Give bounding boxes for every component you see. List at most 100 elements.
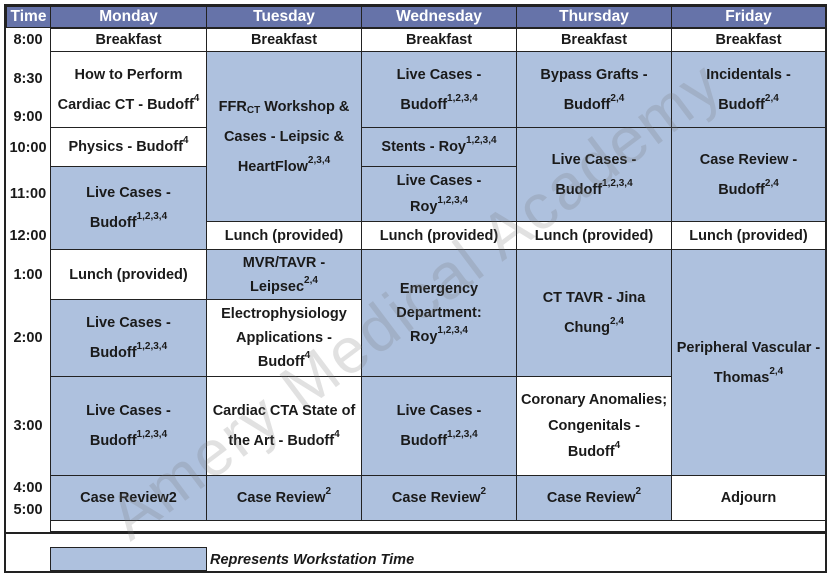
friday-adjourn: Adjourn	[671, 475, 826, 521]
monday-lunch: Lunch (provided)	[50, 249, 207, 300]
session-title: Cardiac CTA State of	[212, 403, 356, 419]
superscript: 1,2,3,4	[447, 92, 478, 104]
thursday-lunch: Lunch (provided)	[516, 221, 672, 250]
thursday-coronary-anomalies: Coronary Anomalies; Congenitals - Budoff4	[516, 376, 672, 476]
tuesday-breakfast: Breakfast	[206, 28, 362, 52]
monday-physics-session: Physics - Budoff4	[50, 127, 207, 167]
monday-live-cases-late: Live Cases -Budoff1,2,3,4	[50, 376, 207, 476]
superscript: 1,2,3,4	[437, 325, 468, 336]
session-title: Cardiac CT - Budoff	[57, 96, 194, 113]
session-speaker: Roy	[410, 329, 438, 345]
time-column	[6, 30, 50, 520]
divider	[4, 532, 827, 534]
superscript: 1,2,3,4	[602, 177, 633, 189]
friday-breakfast: Breakfast	[671, 28, 826, 52]
friday-incidentals: Incidentals -Budoff2,4	[671, 51, 826, 128]
superscript: 1,2,3,4	[136, 429, 168, 440]
session-speaker: Roy	[409, 199, 438, 215]
session-title: Electrophysiology	[221, 306, 347, 322]
blank-row	[50, 520, 826, 532]
monday-live-cases-morning: Live Cases -Budoff1,2,3,4	[50, 166, 207, 250]
session-speaker: Budoff	[89, 215, 137, 231]
thursday-breakfast: Breakfast	[516, 28, 672, 52]
session-speaker: Budoff	[567, 444, 615, 460]
session-title: FFR	[218, 98, 247, 115]
session-title: Case Review -	[699, 151, 798, 168]
superscript: 2	[635, 486, 642, 497]
superscript: 1,2,3,4	[447, 429, 478, 440]
wednesday-case-review: Case Review2	[361, 475, 517, 521]
monday-case-review: Case Review2	[50, 475, 207, 521]
session-title: Congenitals -	[548, 418, 640, 434]
session-title: Physics - Budoff	[68, 139, 183, 155]
session-title: Live Cases -	[86, 315, 171, 331]
legend-swatch	[50, 547, 207, 571]
superscript: 4	[334, 429, 340, 440]
session-title: How to Perform	[74, 66, 183, 83]
session-title: CT TAVR - Jina	[542, 290, 646, 306]
superscript: 2,4	[610, 92, 625, 104]
tuesday-mvr-tavr: MVR/TAVR -Leipsec2,4	[206, 249, 362, 300]
session-speaker: Budoff	[89, 345, 137, 361]
superscript: 2,4	[764, 177, 779, 189]
session-title: Case Review	[546, 490, 636, 506]
wednesday-live-cases-afternoon: Live Cases -Budoff1,2,3,4	[361, 376, 517, 476]
session-title: Workshop &	[260, 98, 350, 115]
session-title: Department:	[396, 305, 482, 321]
session-title: Case Review	[391, 490, 481, 506]
header-time: Time	[6, 6, 51, 28]
session-speaker: HeartFlow	[237, 158, 308, 175]
legend-label: Represents Workstation Time	[210, 552, 415, 568]
time-label: 12:00	[9, 228, 47, 244]
friday-peripheral-vascular: Peripheral Vascular -Thomas2,4	[671, 249, 826, 476]
subscript: CT	[246, 104, 261, 116]
time-label: 4:00	[13, 480, 43, 496]
friday-lunch: Lunch (provided)	[671, 221, 826, 250]
session-title: Bypass Grafts -	[540, 66, 648, 83]
session-speaker: Budoff	[89, 433, 137, 449]
superscript: 2,4	[769, 365, 784, 377]
session-speaker: Chung	[564, 320, 610, 336]
session-title: Applications -	[236, 330, 332, 346]
monday-breakfast: Breakfast	[50, 28, 207, 52]
session-title: Case Review	[236, 490, 326, 506]
superscript: 2	[480, 486, 487, 497]
session-speaker: Budoff	[718, 181, 765, 198]
tuesday-ffr-workshop: FFRCT Workshop & Cases - Leipsic & HeartFl…	[206, 51, 362, 222]
session-speaker: Leipsec	[250, 278, 305, 295]
header-wednesday: Wednesday	[361, 6, 517, 28]
tuesday-case-review: Case Review2	[206, 475, 362, 521]
superscript: 2,3,4	[307, 154, 331, 166]
session-speaker: Budoff	[257, 354, 305, 370]
time-label: 9:00	[13, 109, 43, 125]
time-label: 8:00	[13, 32, 43, 48]
session-title: Live Cases -	[396, 173, 482, 189]
session-title: Cases - Leipsic &	[223, 128, 345, 145]
thursday-case-review: Case Review2	[516, 475, 672, 521]
session-title: Emergency	[399, 281, 479, 297]
session-speaker: Budoff	[555, 181, 603, 198]
session-speaker: Thomas	[713, 369, 770, 386]
time-label: 2:00	[13, 330, 43, 346]
superscript: 4	[614, 440, 621, 451]
tuesday-lunch: Lunch (provided)	[206, 221, 362, 250]
wednesday-live-cases-morning: Live Cases -Budoff1,2,3,4	[361, 51, 517, 128]
session-title: Coronary Anomalies;	[520, 392, 668, 408]
wednesday-stents: Stents - Roy1,2,3,4	[361, 127, 517, 167]
session-speaker: Budoff	[400, 433, 448, 449]
superscript: 1,2,3,4	[466, 135, 497, 146]
session-title: Live Cases -	[396, 66, 482, 83]
time-label: 10:00	[9, 140, 47, 156]
superscript: 4	[193, 92, 200, 104]
time-label: 11:00	[9, 186, 47, 202]
time-label: 5:00	[13, 502, 43, 518]
wednesday-lunch: Lunch (provided)	[361, 221, 517, 250]
header-monday: Monday	[50, 6, 207, 28]
session-speaker: Budoff	[718, 96, 765, 113]
superscript: 1,2,3,4	[437, 195, 468, 206]
friday-case-review-morning: Case Review - Budoff2,4	[671, 127, 826, 222]
